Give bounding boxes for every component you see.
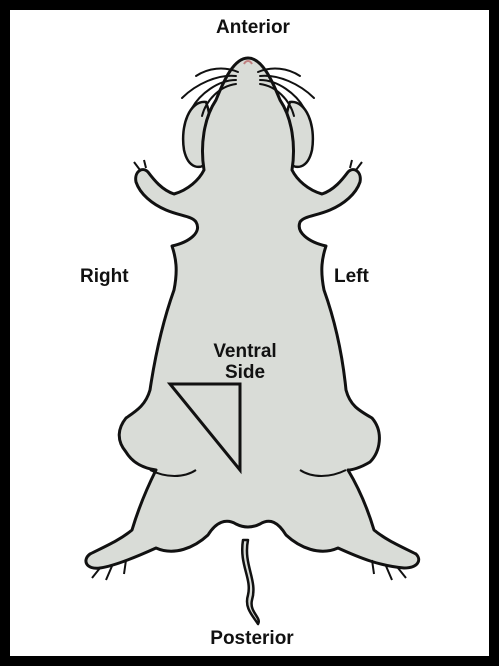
- left-side-label: Left: [334, 266, 369, 287]
- anterior-label: Anterior: [200, 17, 306, 38]
- ventral-label-line2: Side: [204, 362, 286, 383]
- mouse-tail: [242, 540, 259, 624]
- ventral-label-line1: Ventral: [204, 341, 286, 362]
- right-side-label: Right: [80, 266, 129, 287]
- mouse-body: [86, 58, 419, 568]
- ventral-side-label: Ventral Side: [204, 341, 286, 383]
- posterior-label: Posterior: [196, 628, 308, 649]
